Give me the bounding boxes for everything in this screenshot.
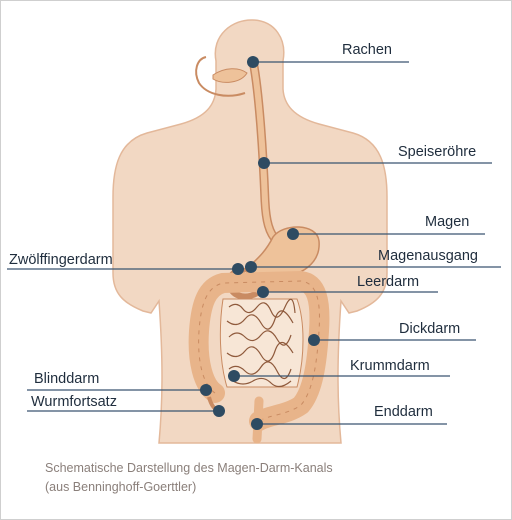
label-rachen: Rachen: [342, 42, 392, 58]
caption-line-2: (aus Benninghoff-Goerttler): [45, 478, 333, 497]
marker-leerdarm: [257, 286, 269, 298]
label-leerdarm: Leerdarm: [357, 274, 419, 290]
label-dickdarm: Dickdarm: [399, 321, 460, 337]
marker-speiseroehre: [258, 157, 270, 169]
marker-krummdarm: [228, 370, 240, 382]
marker-enddarm: [251, 418, 263, 430]
label-magenausgang: Magenausgang: [378, 248, 478, 264]
marker-rachen: [247, 56, 259, 68]
marker-magen: [287, 228, 299, 240]
label-blinddarm: Blinddarm: [34, 371, 99, 387]
label-enddarm: Enddarm: [374, 404, 433, 420]
caption-line-1: Schematische Darstellung des Magen-Darm-…: [45, 459, 333, 478]
marker-zwoelffingerdarm: [232, 263, 244, 275]
label-speiseroehre: Speiseröhre: [398, 144, 476, 160]
label-magen: Magen: [425, 214, 469, 230]
marker-wurmfortsatz: [213, 405, 225, 417]
marker-magenausgang: [245, 261, 257, 273]
marker-blinddarm: [200, 384, 212, 396]
label-wurmfortsatz: Wurmfortsatz: [31, 394, 117, 410]
marker-dickdarm: [308, 334, 320, 346]
label-zwoelffingerdarm: Zwölffingerdarm: [9, 252, 113, 268]
label-krummdarm: Krummdarm: [350, 358, 430, 374]
figure-caption: Schematische Darstellung des Magen-Darm-…: [45, 459, 333, 497]
